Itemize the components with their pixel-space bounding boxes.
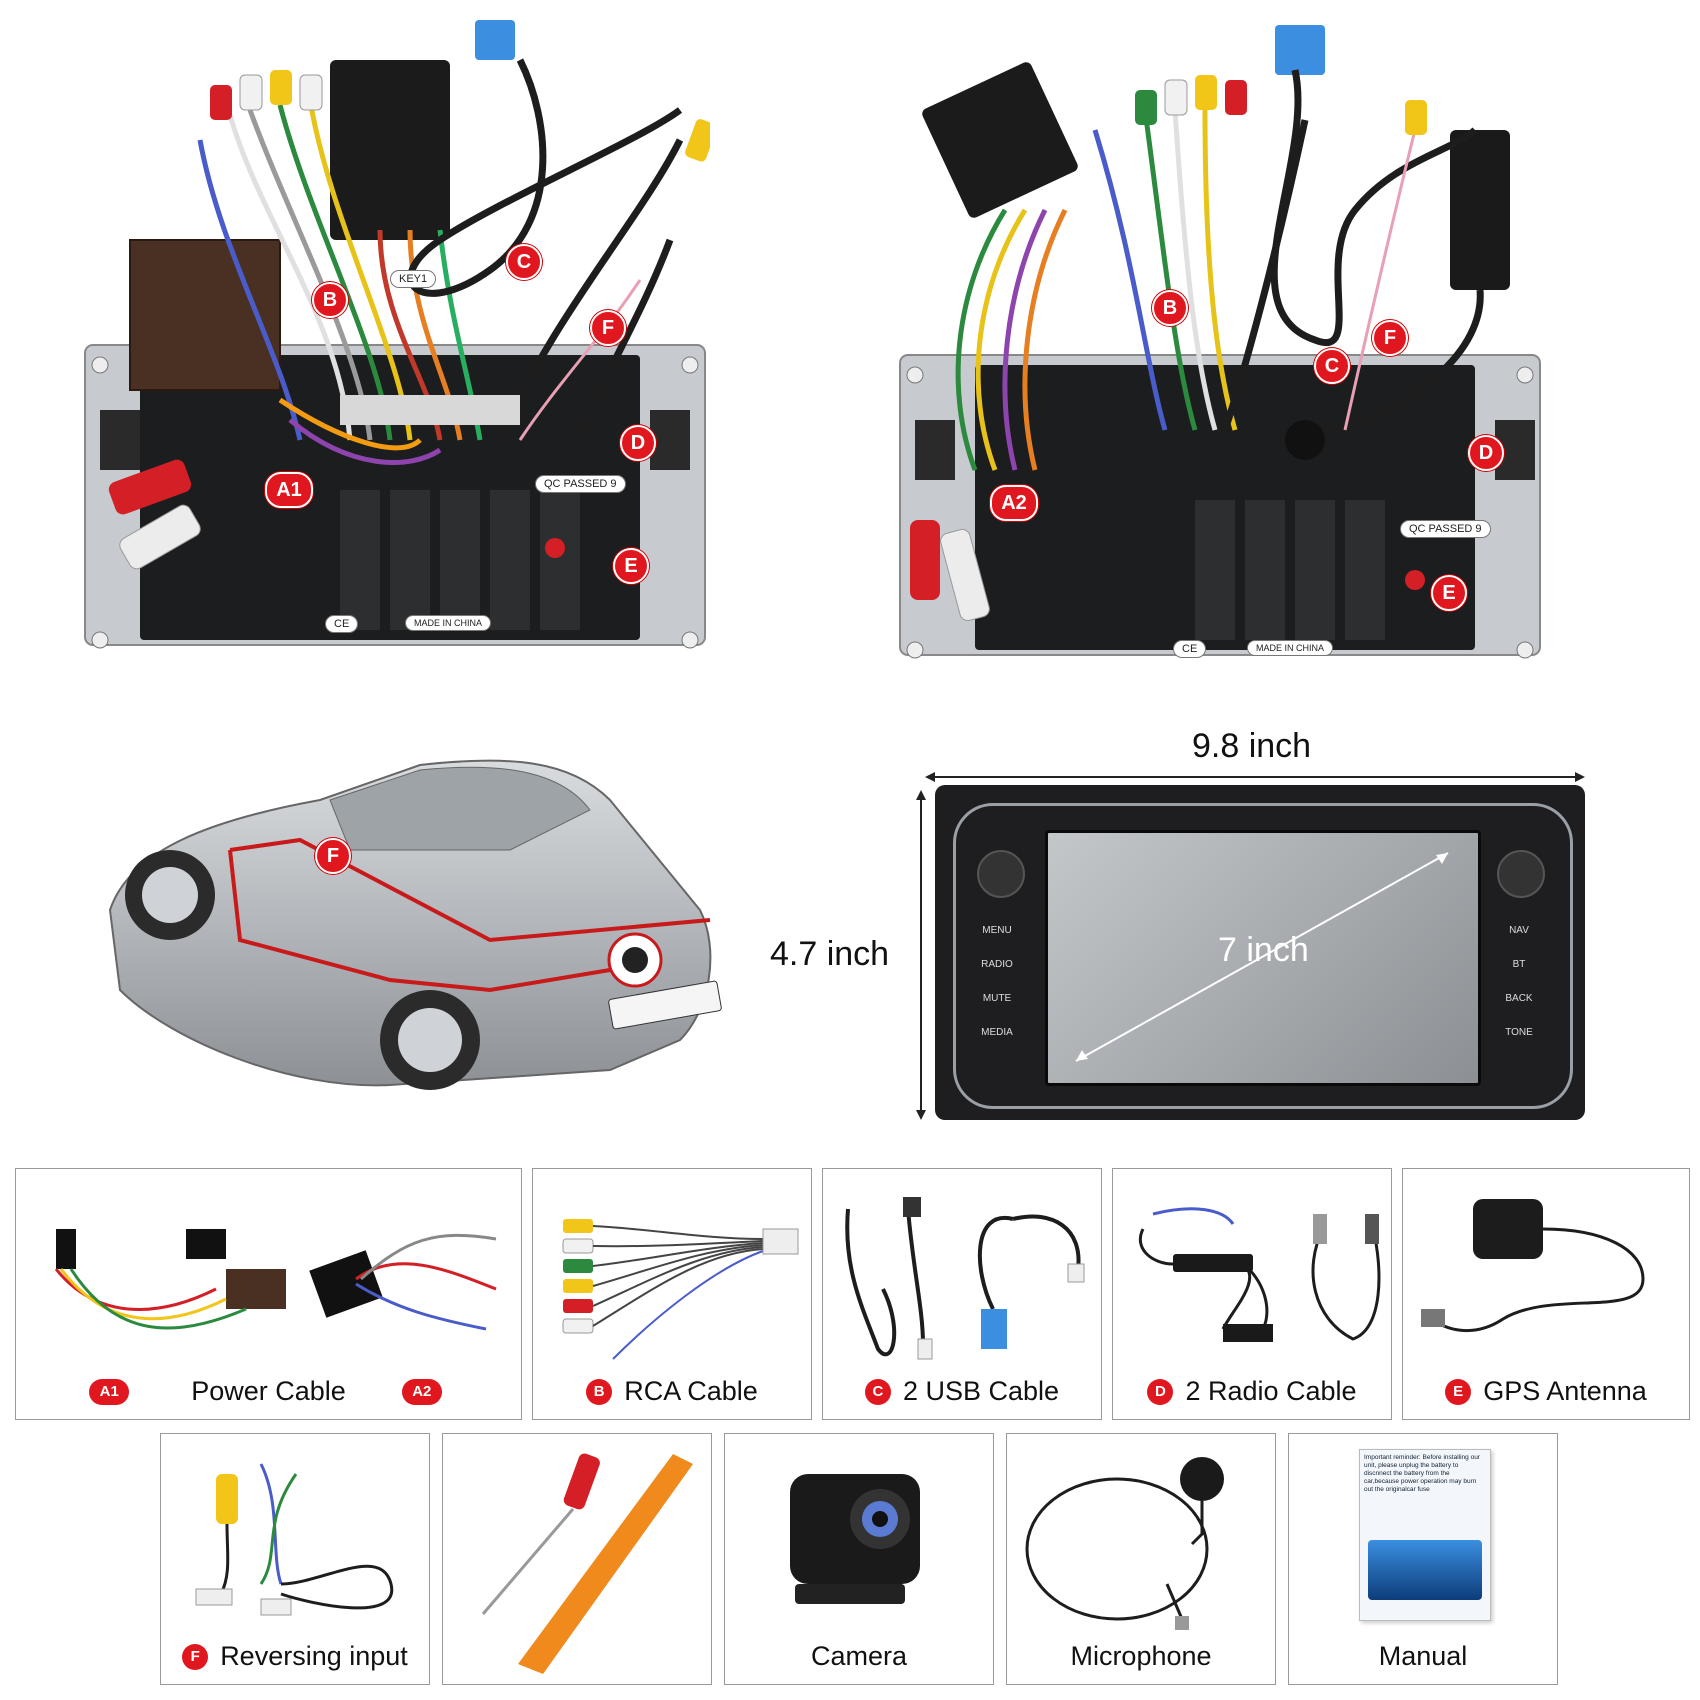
badge-a2: A2 — [990, 485, 1038, 521]
ce-chip: CE — [1173, 640, 1207, 658]
badge-f: F — [182, 1643, 209, 1670]
radio-cable-icon — [1138, 1207, 1381, 1342]
qc-passed-chip: QC PASSED 9 — [1400, 520, 1491, 538]
gps-antenna-icon — [1421, 1199, 1645, 1333]
badge-f: F — [315, 838, 351, 874]
accessory-label: RCA Cable — [624, 1376, 758, 1406]
screwdriver-and-pry-tool-icon — [481, 1453, 693, 1674]
usb-cable-icon — [845, 1197, 1085, 1360]
accessory-label: Camera — [810, 1641, 908, 1671]
badge-e: E — [1445, 1378, 1472, 1405]
badge-f: F — [590, 310, 626, 346]
accessory-label: GPS Antenna — [1483, 1376, 1647, 1406]
accessory-gps-antenna: E GPS Antenna — [1402, 1168, 1690, 1420]
manual-booklet: Important reminder: Before installing ou… — [1359, 1449, 1491, 1621]
made-in-china-chip: MADE IN CHINA — [1247, 640, 1334, 656]
badge-c: C — [1314, 348, 1350, 384]
display-screen[interactable]: 7 inch — [1045, 830, 1481, 1086]
headunit-rear-right: QC PASSED 9 CE MADE IN CHINA B C F D E A… — [895, 10, 1555, 690]
car-cutaway-illustration: F — [90, 740, 730, 1110]
accessory-label: 2 USB Cable — [902, 1376, 1060, 1406]
badge-d: D — [1468, 435, 1504, 471]
badge-a1: A1 — [89, 1378, 130, 1405]
badge-b: B — [312, 282, 348, 318]
rca-cable-icon — [562, 1219, 799, 1360]
headunit-front: 7 inch MENU RADIO MUTE MEDIA NAV BT BACK… — [935, 785, 1585, 1120]
height-arrow — [915, 790, 927, 1120]
badge-c: C — [506, 244, 542, 280]
key-label: KEY1 — [390, 270, 437, 288]
bt-button[interactable]: BT — [1512, 959, 1526, 970]
badge-b: B — [586, 1378, 613, 1405]
badge-d: D — [1147, 1378, 1174, 1405]
radio-button[interactable]: RADIO — [981, 959, 1013, 970]
made-in-china-chip: MADE IN CHINA — [405, 615, 492, 631]
ce-chip: CE — [325, 615, 359, 633]
badge-a2: A2 — [401, 1378, 442, 1405]
tone-button[interactable]: TONE — [1505, 1027, 1533, 1038]
right-knob[interactable] — [1497, 850, 1545, 898]
badge-a1: A1 — [265, 472, 313, 508]
badge-b: B — [1152, 290, 1188, 326]
accessory-reversing-input: F Reversing input — [160, 1433, 430, 1685]
menu-button[interactable]: MENU — [982, 925, 1012, 936]
qc-passed-chip: QC PASSED 9 — [535, 475, 626, 493]
accessory-label: Reversing input — [220, 1641, 408, 1671]
height-dimension-label: 4.7 inch — [770, 935, 890, 973]
badge-e: E — [613, 548, 649, 584]
width-arrow — [925, 770, 1585, 782]
accessory-rca-cable: B RCA Cable — [532, 1168, 812, 1420]
microphone-icon — [1025, 1457, 1224, 1630]
accessory-label: Microphone — [1070, 1641, 1212, 1671]
accessory-usb-cable: C 2 USB Cable — [822, 1168, 1102, 1420]
manual-reminder-text: Important reminder: Before installing ou… — [1364, 1454, 1480, 1493]
mute-button[interactable]: MUTE — [982, 993, 1012, 1004]
accessory-tools — [442, 1433, 712, 1685]
media-button[interactable]: MEDIA — [981, 1027, 1013, 1038]
badge-c: C — [864, 1378, 891, 1405]
back-button[interactable]: BACK — [1505, 993, 1533, 1004]
power-cable-icon — [54, 1229, 497, 1331]
accessory-radio-cable: D 2 Radio Cable — [1112, 1168, 1392, 1420]
camera-icon — [790, 1474, 920, 1604]
accessory-camera: Camera — [724, 1433, 994, 1685]
accessory-power-cable: A1 Power Cable A2 — [15, 1168, 522, 1420]
badge-e: E — [1431, 575, 1467, 611]
badge-d: D — [620, 425, 656, 461]
accessory-label: 2 Radio Cable — [1185, 1376, 1357, 1406]
accessory-microphone: Microphone — [1006, 1433, 1276, 1685]
accessory-manual: Important reminder: Before installing ou… — [1288, 1433, 1558, 1685]
manual-car-image — [1368, 1540, 1482, 1600]
accessory-label: Manual — [1378, 1641, 1468, 1671]
diagonal-dimension-label: 7 inch — [1218, 931, 1309, 969]
headunit-left-illustration — [84, 20, 717, 649]
left-knob[interactable] — [977, 850, 1025, 898]
badge-f: F — [1372, 320, 1408, 356]
headunit-rear-left: QC PASSED 9 CE MADE IN CHINA KEY1 B C F … — [80, 20, 717, 680]
accessory-label: Power Cable — [191, 1376, 346, 1406]
width-dimension-label: 9.8 inch — [1192, 727, 1312, 765]
nav-button[interactable]: NAV — [1509, 925, 1529, 936]
headunit-right-illustration — [899, 25, 1541, 659]
reversing-input-icon — [195, 1463, 394, 1616]
